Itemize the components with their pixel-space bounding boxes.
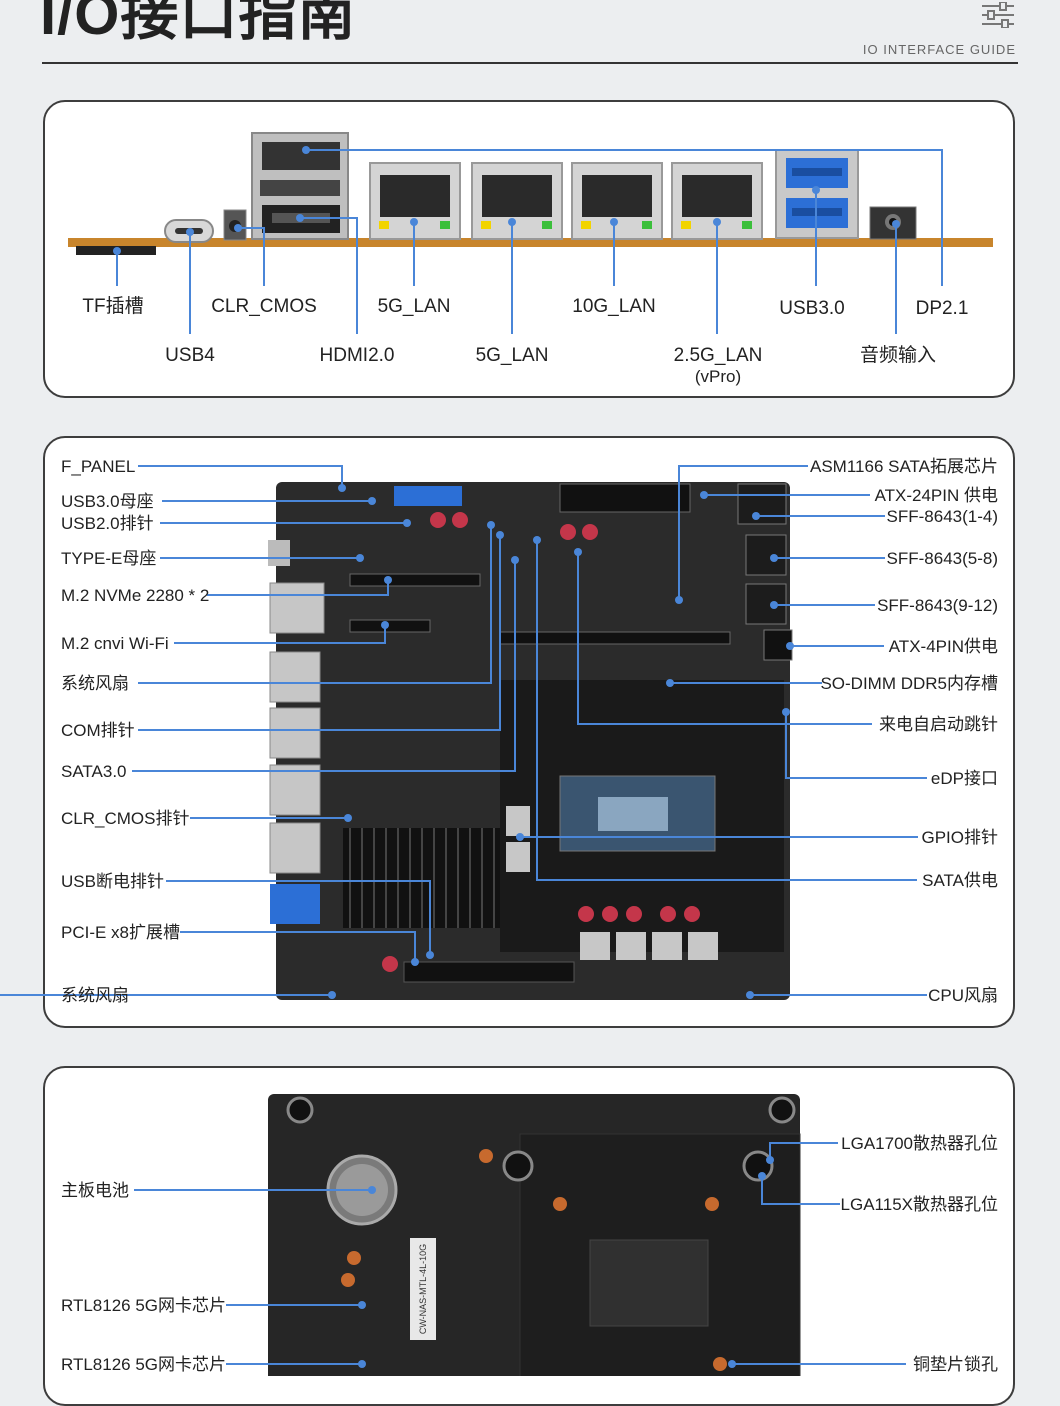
label-rtl8126-b: RTL8126 5G网卡芯片 [61,1355,227,1374]
label-usb4: USB4 [165,345,215,366]
label-auto-power: 来电自启动跳针 [879,715,998,734]
label-gpio: GPIO排针 [921,828,998,847]
label-m2-nvme: M.2 NVMe 2280 * 2 [61,586,210,605]
label-rtl8126-a: RTL8126 5G网卡芯片 [61,1296,227,1315]
label-usb30-header: USB3.0母座 [61,492,154,511]
label-battery: 主板电池 [61,1181,129,1200]
label-sff8643-2: SFF-8643(5-8) [886,549,998,568]
board-sticker [410,1238,436,1340]
header-divider [42,62,1018,64]
label-dp21: DP2.1 [915,298,969,319]
label-audio-in: 音频输入 [859,345,937,366]
label-sff8643-1: SFF-8643(1-4) [886,507,998,526]
board-top-drawing [0,465,927,1000]
label-cpu-fan: CPU风扇 [928,986,998,1005]
label-2-5g-lan: 2.5G_LAN [673,345,763,366]
page-subtitle: IO INTERFACE GUIDE [862,42,1016,57]
label-tf-slot: TF插槽 [82,296,144,317]
label-sata-power: SATA供电 [922,871,998,890]
atx24-connector [559,483,691,513]
label-5g-lan-b: 5G_LAN [475,345,549,366]
label-sys-fan-1: 系统风扇 [61,674,129,693]
io-panel-drawing [68,132,993,334]
m2-slot-2 [349,619,431,633]
label-usb-power-header: USB断电排针 [61,872,164,891]
board-bottom-drawing [134,1094,906,1376]
label-5g-lan-a: 5G_LAN [377,296,451,317]
label-lga115x: LGA115X散热器孔位 [840,1195,998,1214]
settings-sliders-icon [982,2,1014,28]
label-pcie-x8: PCI-E x8扩展槽 [61,923,181,942]
label-vpro: (vPro) [694,367,742,386]
label-atx4: ATX-4PIN供电 [888,637,998,656]
sticker-text: CW-NAS-MTL-4L-10G [418,1243,428,1335]
label-sys-fan-2: 系统风扇 [61,986,129,1005]
lan-port-10g [571,162,663,240]
label-com-header: COM排针 [61,721,135,740]
pcie-slot [403,961,575,983]
label-sata30: SATA3.0 [61,762,127,781]
m2-slot-1 [349,573,481,587]
label-usb20-header: USB2.0排针 [61,514,154,533]
label-sff8643-3: SFF-8643(9-12) [877,596,998,615]
label-copper-shim: 铜垫片锁孔 [913,1355,998,1374]
label-ddr5: SO-DIMM DDR5内存槽 [820,674,998,693]
label-type-e: TYPE-E母座 [61,549,157,568]
io-pcb-edge [68,238,993,247]
label-asm1166: ASM1166 SATA拓展芯片 [810,457,998,476]
label-m2-wifi: M.2 cnvi Wi-Fi [61,634,169,653]
label-clr-cmos: CLR_CMOS [211,296,317,317]
label-edp: eDP接口 [930,769,998,788]
lan-port-5g-b [471,162,563,240]
label-usb30: USB3.0 [779,298,845,319]
label-hdmi: HDMI2.0 [319,345,395,366]
label-f-panel: F_PANEL [61,457,136,476]
label-clr-cmos-header: CLR_CMOS排针 [61,809,190,828]
label-lga1700: LGA1700散热器孔位 [841,1134,998,1153]
label-atx24: ATX-24PIN 供电 [874,486,998,505]
page-title: I/O接口指南 [40,0,357,47]
label-10g-lan: 10G_LAN [572,296,656,317]
